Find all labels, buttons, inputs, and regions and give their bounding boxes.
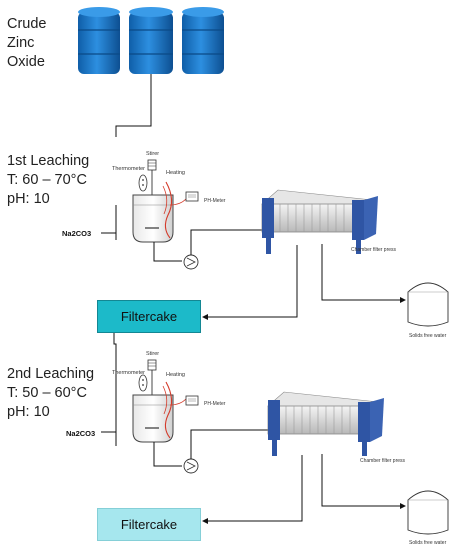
filtrate-line-2 xyxy=(321,454,406,509)
stage1-stirrer-label: Stirer xyxy=(146,151,160,157)
source-label-line3: Oxide xyxy=(7,54,45,70)
barrel-1 xyxy=(78,7,120,74)
water-tank-1 xyxy=(407,282,449,327)
stage2-heating-label: Heating xyxy=(166,372,185,378)
stage2-thermometer-label: Thermometer xyxy=(112,370,146,376)
feed-line xyxy=(115,74,152,137)
stage1-temperature: T: 60 – 70°C xyxy=(7,172,87,188)
barrel-3 xyxy=(182,7,224,74)
filter-press-1 xyxy=(261,189,378,254)
stage1-ph-meter-label: PH-Meter xyxy=(204,198,226,204)
stage1-press-label: Chamber filter press xyxy=(351,247,397,253)
stage2-press-label: Chamber filter press xyxy=(360,458,406,464)
stage1-heating-label: Heating xyxy=(166,170,185,176)
stage1-ph: pH: 10 xyxy=(7,191,50,207)
water-tank-2 xyxy=(407,490,449,535)
crude-zinc-oxide-barrels xyxy=(78,7,224,74)
cake-line-2 xyxy=(202,455,303,524)
stage2-temperature: T: 50 – 60°C xyxy=(7,385,87,401)
stage2-ph: pH: 10 xyxy=(7,404,50,420)
cake-line-1 xyxy=(202,245,298,320)
source-label-line1: Crude xyxy=(7,16,47,32)
filter-press-2 xyxy=(267,391,384,456)
filtrate-line-1 xyxy=(321,244,406,303)
stage1-reagent-label: Na2CO3 xyxy=(62,229,92,238)
stage1-title: 1st Leaching xyxy=(7,153,90,169)
stage2-title: 2nd Leaching xyxy=(7,366,95,382)
filtercake-box-1: Filtercake xyxy=(97,300,201,333)
stage1-water-label: Solids free water xyxy=(409,333,447,339)
source-label-line2: Zinc xyxy=(7,35,35,51)
barrel-2 xyxy=(129,7,173,74)
stage2-water-label: Solids free water xyxy=(409,540,447,546)
reactor-1 xyxy=(101,159,265,270)
reactor-2 xyxy=(101,344,270,474)
filtercake-box-2: Filtercake xyxy=(97,508,201,541)
stage1-thermometer-label: Thermometer xyxy=(112,166,146,172)
stage2-ph-meter-label: PH-Meter xyxy=(204,401,226,407)
stage2-stirrer-label: Stirer xyxy=(146,351,160,357)
stage2-reagent-label: Na2CO3 xyxy=(66,429,96,438)
